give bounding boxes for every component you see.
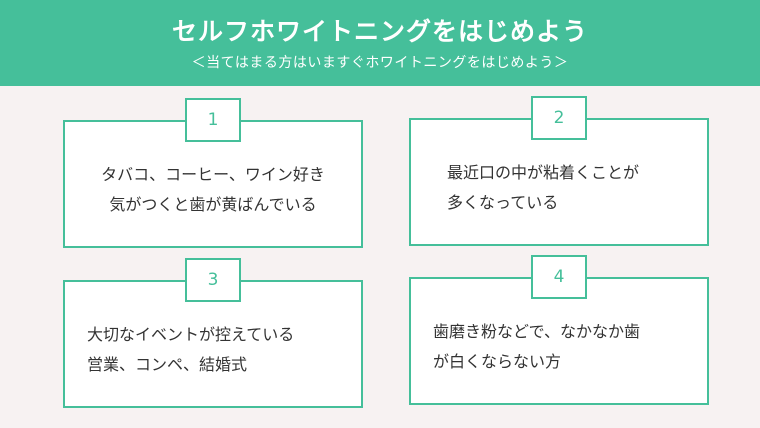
card-text-line: 気がつくと歯が黄ばんでいる bbox=[109, 195, 317, 214]
card-number-badge: 1 bbox=[185, 98, 241, 142]
page-title: セルフホワイトニングをはじめよう bbox=[171, 17, 588, 46]
card-number-badge: 3 bbox=[185, 258, 241, 302]
card-text: 大切なイベントが控えている 営業、コンペ、結婚式 bbox=[65, 320, 361, 380]
card-text: 歯磨き粉などで、なかなか歯 が白くならない方 bbox=[411, 317, 707, 377]
checklist-card-2: 2 最近口の中が粘着くことが 多くなっている bbox=[409, 96, 709, 246]
checklist-card-3: 3 大切なイベントが控えている 営業、コンペ、結婚式 bbox=[63, 258, 363, 408]
card-text: タバコ、コーヒー、ワイン好き 気がつくと歯が黄ばんでいる bbox=[65, 160, 361, 220]
card-number-badge: 4 bbox=[531, 255, 587, 299]
card-text-line: タバコ、コーヒー、ワイン好き bbox=[101, 165, 325, 184]
card-number-badge: 2 bbox=[531, 96, 587, 140]
card-text-line: 営業、コンペ、結婚式 bbox=[87, 355, 248, 374]
checklist-card-1: 1 タバコ、コーヒー、ワイン好き 気がつくと歯が黄ばんでいる bbox=[63, 98, 363, 248]
card-text-line: 多くなっている bbox=[447, 193, 559, 212]
card-text: 最近口の中が粘着くことが 多くなっている bbox=[411, 158, 707, 218]
page-subtitle: ＜当てはまる方はいますぐホワイトニングをはじめよう＞ bbox=[191, 55, 569, 71]
card-text-line: が白くならない方 bbox=[433, 352, 562, 371]
card-text-line: 最近口の中が粘着くことが bbox=[447, 163, 640, 182]
card-text-line: 大切なイベントが控えている bbox=[87, 325, 295, 344]
header-banner: セルフホワイトニングをはじめよう ＜当てはまる方はいますぐホワイトニングをはじめ… bbox=[0, 0, 760, 86]
checklist-card-4: 4 歯磨き粉などで、なかなか歯 が白くならない方 bbox=[409, 255, 709, 405]
card-text-line: 歯磨き粉などで、なかなか歯 bbox=[433, 322, 641, 341]
